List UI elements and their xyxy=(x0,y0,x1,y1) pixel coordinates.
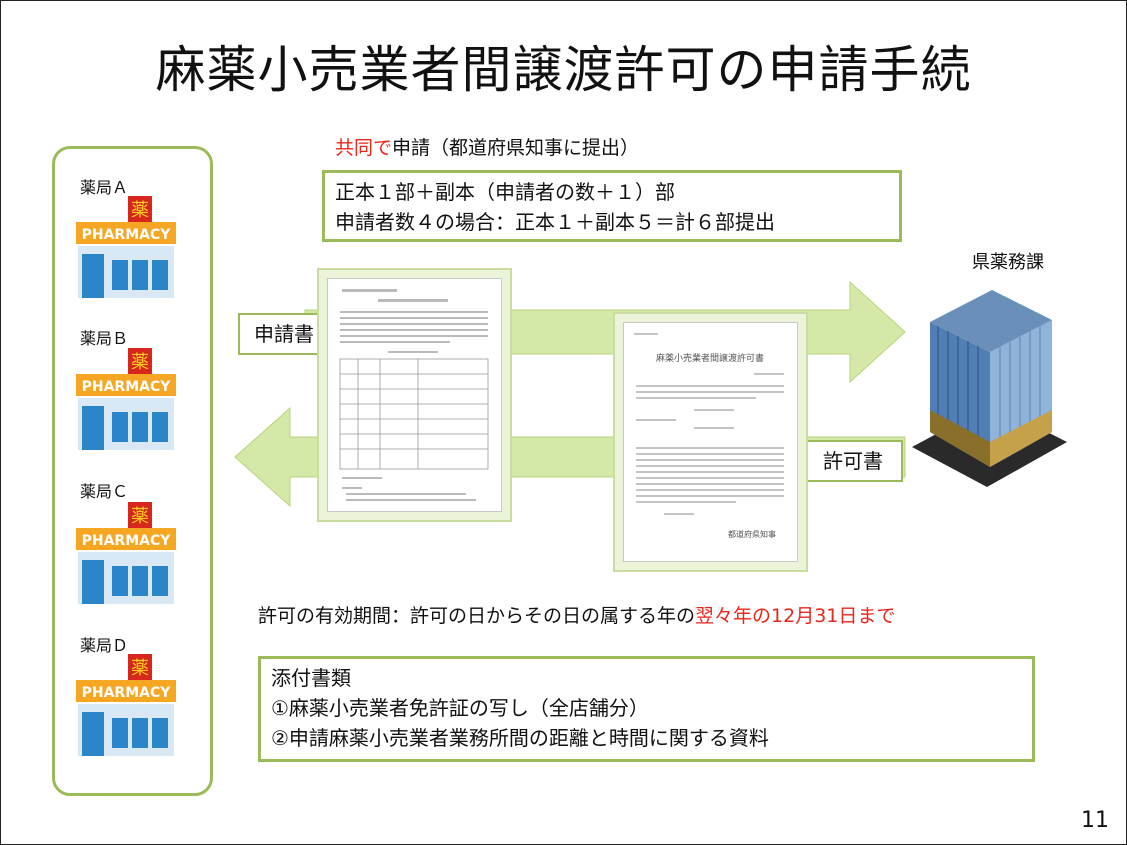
pharmacy-a-label: 薬局Ａ xyxy=(80,178,129,197)
pharmacy-sign-text: PHARMACY xyxy=(82,685,172,701)
page-number: 11 xyxy=(1081,808,1109,833)
pharmacy-sign-char: 薬 xyxy=(131,658,149,679)
joint-application-note: 共同で申請（都道府県知事に提出） xyxy=(335,133,639,160)
attachments-heading: 添付書類 xyxy=(271,666,351,690)
permit-document-image: 麻薬小売業者間譲渡許可書 都道府県知事 xyxy=(623,322,798,562)
pharmacy-sign-text: PHARMACY xyxy=(82,227,172,243)
pharmacy-c-label: 薬局Ｃ xyxy=(80,482,129,501)
permit-doc-signature: 都道府県知事 xyxy=(728,529,776,539)
pharmacy-sign-char: 薬 xyxy=(131,506,149,527)
pharmacy-store-icon: 薬 PHARMACY xyxy=(76,196,176,298)
copies-line2: 申請者数４の場合：正本１＋副本５＝計６部提出 xyxy=(335,210,775,234)
office-building-icon xyxy=(912,290,1067,487)
joint-highlight: 共同で xyxy=(335,137,393,159)
validity-highlight: 翌々年の12月31日まで xyxy=(695,605,896,627)
slide-title: 麻薬小売業者間譲渡許可の申請手続 xyxy=(155,41,972,99)
application-form-image xyxy=(327,278,502,512)
pharmacy-d-label: 薬局Ｄ xyxy=(80,636,129,655)
pharmacy-store-icon: 薬 PHARMACY xyxy=(76,348,176,450)
pharmacy-sign-text: PHARMACY xyxy=(82,533,172,549)
permit-arrow xyxy=(234,406,906,508)
attachment-item-2: ②申請麻薬小売業者業務所間の距離と時間に関する資料 xyxy=(271,726,769,750)
joint-rest: 申請（都道府県知事に提出） xyxy=(392,137,640,159)
copies-box: 正本１部＋副本（申請者の数＋１）部 申請者数４の場合：正本１＋副本５＝計６部提出 xyxy=(322,170,902,242)
prefecture-office-label: 県薬務課 xyxy=(972,252,1044,273)
pharmacy-sign-char: 薬 xyxy=(131,200,149,221)
pharmacy-store-icon: 薬 PHARMACY xyxy=(76,502,176,604)
attachment-item-1: ①麻薬小売業者免許証の写し（全店舗分） xyxy=(271,696,649,720)
validity-period: 許可の有効期間：許可の日からその日の属する年の翌々年の12月31日まで xyxy=(258,601,895,628)
validity-prefix: 許可の有効期間：許可の日からその日の属する年の xyxy=(258,605,696,627)
application-label: 申請書 xyxy=(238,313,330,355)
pharmacy-store-icon: 薬 PHARMACY xyxy=(76,654,176,756)
pharmacy-b-label: 薬局Ｂ xyxy=(80,329,129,348)
copies-line1: 正本１部＋副本（申請者の数＋１）部 xyxy=(335,180,675,204)
attachments-box: 添付書類 ①麻薬小売業者免許証の写し（全店舗分） ②申請麻薬小売業者業務所間の距… xyxy=(258,656,1035,762)
pharmacy-sign-text: PHARMACY xyxy=(82,379,172,395)
pharmacy-sign-char: 薬 xyxy=(131,352,149,373)
permit-label: 許可書 xyxy=(803,440,903,482)
permit-doc-heading: 麻薬小売業者間譲渡許可書 xyxy=(656,352,764,364)
